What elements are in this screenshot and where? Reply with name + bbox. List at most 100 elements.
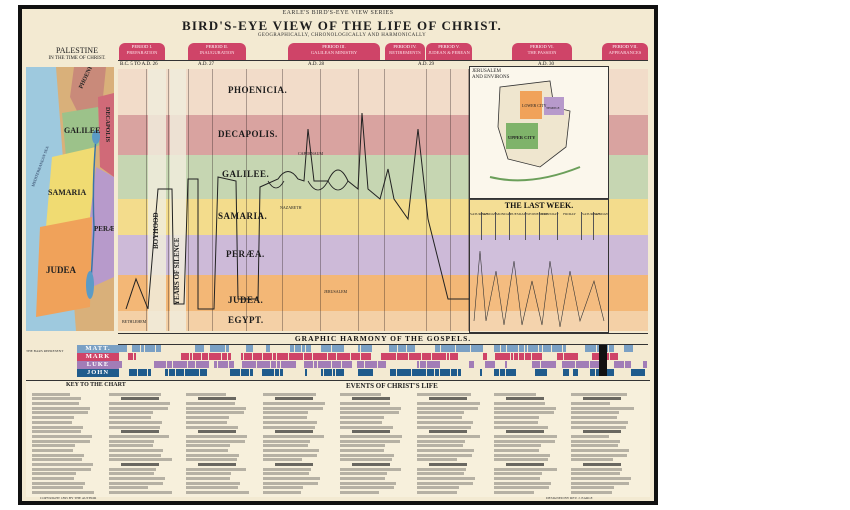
event-text-line xyxy=(494,477,541,481)
event-text-line xyxy=(263,402,326,406)
harmony-bar-segment xyxy=(280,345,290,352)
harmony-bar-segment xyxy=(318,361,332,368)
event-text-line xyxy=(109,491,172,495)
harmony-bar-segment xyxy=(134,353,137,360)
event-text-line xyxy=(571,477,631,481)
event-text-line xyxy=(186,481,241,485)
period-num: PERIOD V. xyxy=(438,44,460,49)
harmony-bar-segment xyxy=(138,369,148,376)
harmony-bar-segment xyxy=(390,369,397,376)
period-name: THE PASSION xyxy=(527,49,557,55)
event-text-line xyxy=(32,472,77,476)
last-week-lines xyxy=(473,250,605,328)
harmony-bar-segment xyxy=(603,369,615,376)
event-text-line xyxy=(417,477,476,481)
harmony-bar-segment xyxy=(624,345,634,352)
map-title-line2: IN THE TIME OF CHRIST. xyxy=(48,56,106,61)
harmony-bar-segment xyxy=(543,345,552,352)
harmony-bar-segment xyxy=(435,369,440,376)
event-text-line xyxy=(197,463,236,466)
event-text-line xyxy=(32,467,91,471)
band-label: PHOENICIA. xyxy=(228,85,288,95)
event-text-line xyxy=(263,416,307,420)
event-text-line xyxy=(32,439,90,443)
day-column: WEDNESDAY xyxy=(526,212,548,240)
timeline-divider xyxy=(320,69,321,331)
harmony-bar-segment xyxy=(358,369,374,376)
day-column: SATURDAY xyxy=(470,212,488,240)
harmony-bar-segment xyxy=(590,369,596,376)
event-text-line xyxy=(186,472,232,476)
harmony-bar-segment xyxy=(143,353,157,360)
harmony-bar-segment xyxy=(333,369,336,376)
event-text-line xyxy=(109,416,152,420)
event-text-line xyxy=(263,481,319,485)
harmony-bar-segment xyxy=(132,345,141,352)
event-text-line xyxy=(186,420,227,424)
event-text-line xyxy=(417,416,462,420)
harmony-bar-segment xyxy=(119,345,128,352)
inset-valley xyxy=(489,166,581,182)
period-tab-1: PERIOD I.PREPARATION xyxy=(119,43,165,60)
harmony-bar-segment xyxy=(230,345,246,352)
harmony-bar-segment xyxy=(250,369,254,376)
event-text-line xyxy=(32,411,89,415)
event-text-line xyxy=(32,448,73,452)
harmony-bar-segment xyxy=(254,369,262,376)
event-text-line xyxy=(186,444,231,448)
harmony-bar-segment xyxy=(531,369,535,376)
harmony-bar-segment xyxy=(162,353,173,360)
harmony-bar-segment xyxy=(281,361,297,368)
event-text-line xyxy=(32,425,83,429)
event-text-line xyxy=(417,472,465,476)
harmony-bar-segment xyxy=(525,345,528,352)
period-tab-6: PERIOD VI.THE PASSION xyxy=(512,43,572,60)
period-num: PERIOD II. xyxy=(206,44,228,49)
harmony-bar-segment xyxy=(332,345,345,352)
event-text-line xyxy=(417,486,459,490)
event-text-line xyxy=(494,425,549,429)
inset-label-lower: LOWER CITY xyxy=(522,103,547,108)
event-text-line xyxy=(109,486,149,490)
harmony-bar-segment xyxy=(475,361,485,368)
harmony-bar-segment xyxy=(500,369,506,376)
harmony-bar-segment xyxy=(229,361,235,368)
day-label: SUNDAY xyxy=(482,212,497,216)
event-text-line xyxy=(263,477,320,481)
inset-lower-city xyxy=(520,91,542,119)
timeline-divider xyxy=(188,69,189,331)
event-text-line xyxy=(494,402,546,406)
harmony-bar-segment xyxy=(435,345,441,352)
event-text-line xyxy=(186,448,229,452)
period-name: INAUGURATION xyxy=(199,49,235,55)
harmony-bar-segment xyxy=(539,345,543,352)
harmony-bar-segment xyxy=(560,369,563,376)
harmony-bar-segment xyxy=(441,345,456,352)
gospel-label-matt: MATT. xyxy=(77,345,119,353)
harmony-bar-segment xyxy=(357,361,365,368)
event-text-line xyxy=(32,430,81,434)
harmony-bar-segment xyxy=(514,353,519,360)
harmony-bar-segment xyxy=(469,361,475,368)
harmony-bar-segment xyxy=(471,353,483,360)
event-text-line xyxy=(571,420,628,424)
place-label: JERUSALEM xyxy=(324,289,348,294)
harmony-bar-segment xyxy=(620,345,624,352)
day-label: SATURDAY xyxy=(470,212,489,216)
event-text-line xyxy=(340,458,393,462)
event-text-line xyxy=(494,416,540,420)
footer-left: COPYRIGHT 1895 BY THE AUTHOR xyxy=(40,496,97,500)
harmony-bar-segment xyxy=(517,361,528,368)
harmony-bar-segment xyxy=(458,369,462,376)
event-text-line xyxy=(417,411,464,415)
harmony-bar-segment xyxy=(543,353,557,360)
harmony-bar-segment xyxy=(304,353,313,360)
event-text-line xyxy=(263,439,310,443)
harmony-bar-segment xyxy=(304,361,314,368)
event-text-line xyxy=(109,453,162,457)
harmony-bar-segment xyxy=(210,361,214,368)
harmony-bar-segment xyxy=(579,369,590,376)
harmony-bar-segment xyxy=(119,353,128,360)
harmony-bar-segment xyxy=(185,369,200,376)
harmony-bar-segment xyxy=(332,361,342,368)
